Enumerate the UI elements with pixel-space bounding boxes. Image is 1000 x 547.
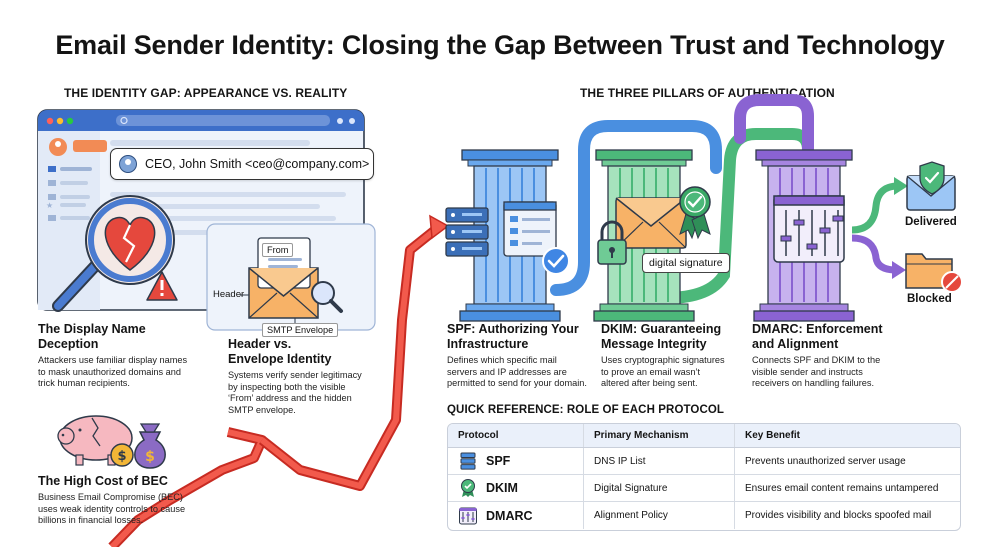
column-header-mechanism: Primary Mechanism [584, 424, 735, 447]
spf-pipe [550, 120, 722, 296]
body-line: altered after being sent. [601, 378, 698, 389]
dkim-title-2: Message Integrity [601, 337, 707, 351]
magnifier-broken-heart-icon [52, 195, 175, 312]
padlock-icon [597, 220, 627, 265]
sliders-icon [459, 507, 477, 524]
dmarc-body: Connects SPF and DKIM to the visible sen… [752, 355, 902, 390]
money-bag-icon: $ [134, 423, 166, 469]
dmarc-title-1: DMARC: Enforcement [752, 322, 883, 336]
bec-title: The High Cost of BEC [38, 474, 168, 488]
body-line: Systems verify sender legitimacy [228, 370, 362, 380]
table-header-row: Protocol Primary Mechanism Key Benefit [448, 424, 960, 448]
coin-icon: $ [110, 443, 134, 467]
body-line: trick human recipients. [38, 378, 130, 389]
body-line: to mask unauthorized domains and [38, 366, 182, 377]
spf-card: SPF: Authorizing Your Infrastructure Def… [447, 322, 597, 390]
body-line: by inspecting both the visible [228, 381, 346, 392]
dkim-title-1: DKIM: Guaranteeing [601, 322, 722, 336]
body-line: receivers on handling failures. [752, 378, 875, 389]
protocol-cell: DMARC [448, 502, 584, 529]
svg-text:$: $ [145, 449, 155, 465]
server-stack-icon [460, 452, 476, 470]
body-line: permitted to send for your domain. [447, 378, 587, 389]
body-line: ‘From’ address and the hidden [228, 393, 352, 404]
warning-triangle-icon [146, 271, 178, 301]
avatar [119, 155, 137, 173]
sender-display-chip: CEO, John Smith <ceo@company.com> [110, 148, 374, 180]
bec-body: Business Email Compromise (BEC) uses wea… [38, 492, 218, 527]
display-name-title-1: The Display Name [38, 322, 146, 336]
dkim-card: DKIM: Guaranteeing Message Integrity Use… [601, 322, 751, 390]
smtp-envelope-label: SMTP Envelope [262, 323, 339, 337]
signed-envelope-icon [615, 197, 687, 249]
bec-card: The High Cost of BEC Business Email Comp… [38, 474, 218, 527]
body-line: visible sender and instructs [752, 366, 863, 377]
protocol-name: DMARC [486, 508, 533, 523]
svg-text:$: $ [117, 449, 126, 464]
blocked-label: Blocked [907, 293, 952, 305]
dmarc-card: DMARC: Enforcement and Alignment Connect… [752, 322, 902, 390]
body-line: Uses cryptographic signatures [601, 355, 725, 365]
benefit-cell: Provides visibility and blocks spoofed m… [745, 510, 932, 521]
protocol-name: DKIM [486, 481, 518, 495]
header-label: Header [213, 289, 245, 300]
page-title: Email Sender Identity: Closing the Gap B… [55, 30, 945, 60]
body-line: uses weak identity controls to cause [38, 503, 186, 514]
body-line: servers and IP addresses are [447, 366, 567, 377]
delivered-arrow [851, 182, 899, 234]
header-envelope-title-2: Envelope Identity [228, 352, 332, 366]
header-envelope-title-1: Header vs. [228, 337, 292, 351]
table-row: DKIM Digital Signature Ensures email con… [448, 475, 960, 502]
benefit-cell: Prevents unauthorized server usage [745, 455, 906, 467]
display-name-card: The Display Name Deception Attackers use… [38, 322, 208, 390]
body-line: to prove an email wasn’t [601, 366, 701, 377]
award-ribbon-icon [461, 479, 475, 497]
blocked-arrow [851, 234, 897, 274]
sliders-icon [773, 195, 845, 263]
dmarc-pipe [734, 94, 814, 156]
spf-title-2: Infrastructure [447, 337, 529, 351]
mechanism-cell: Alignment Policy [584, 502, 735, 529]
protocol-name: SPF [486, 454, 511, 468]
dkim-body: Uses cryptographic signatures to prove a… [601, 355, 751, 390]
protocol-cell: DKIM [448, 475, 584, 501]
mechanism-cell: DNS IP List [584, 448, 735, 474]
delivered-envelope-icon [906, 161, 956, 211]
spf-body: Defines which specific mail servers and … [447, 355, 597, 390]
envelope-card-icon [206, 223, 376, 331]
mechanism-cell: Digital Signature [584, 475, 735, 501]
quick-reference-heading: QUICK REFERENCE: ROLE OF EACH PROTOCOL [447, 404, 725, 416]
table-row: DMARC Alignment Policy Provides visibili… [448, 502, 960, 529]
dmarc-title-2: and Alignment [752, 337, 839, 351]
red-crack-path [108, 214, 450, 547]
reference-table: Protocol Primary Mechanism Key Benefit S… [447, 423, 961, 531]
header-envelope-card: Header vs. Envelope Identity Systems ver… [228, 337, 388, 416]
body-line: Attackers use familiar display names [38, 355, 188, 365]
column-header-benefit: Key Benefit [745, 430, 801, 441]
blocked-folder-icon [905, 253, 963, 293]
benefit-cell: Ensures email content remains untampered [745, 482, 939, 494]
column-header-protocol: Protocol [448, 424, 584, 447]
body-line: SMTP envelope. [228, 404, 296, 415]
header-envelope-body: Systems verify sender legitimacy by insp… [228, 370, 388, 416]
body-line: Defines which specific mail [447, 355, 557, 365]
identity-gap-heading: THE IDENTITY GAP: APPEARANCE VS. REALITY [64, 86, 348, 100]
protocol-cell: SPF [448, 448, 584, 474]
from-label: From [262, 243, 294, 257]
display-name-body: Attackers use familiar display names to … [38, 355, 208, 390]
spf-title-1: SPF: Authorizing Your [447, 322, 579, 336]
server-stack-icon [445, 201, 570, 275]
body-line: Connects SPF and DKIM to the [752, 355, 881, 365]
digital-signature-badge: digital signature [642, 253, 730, 273]
delivered-label: Delivered [905, 216, 957, 228]
svg-text:★: ★ [46, 201, 53, 210]
table-row: SPF DNS IP List Prevents unauthorized se… [448, 448, 960, 475]
display-name-title-2: Deception [38, 337, 99, 351]
sender-display-text: CEO, John Smith <ceo@company.com> [145, 157, 370, 171]
body-line: Business Email Compromise (BEC) [38, 492, 183, 502]
body-line: billions in financial losses. [38, 515, 144, 526]
award-ribbon-icon [679, 186, 711, 240]
